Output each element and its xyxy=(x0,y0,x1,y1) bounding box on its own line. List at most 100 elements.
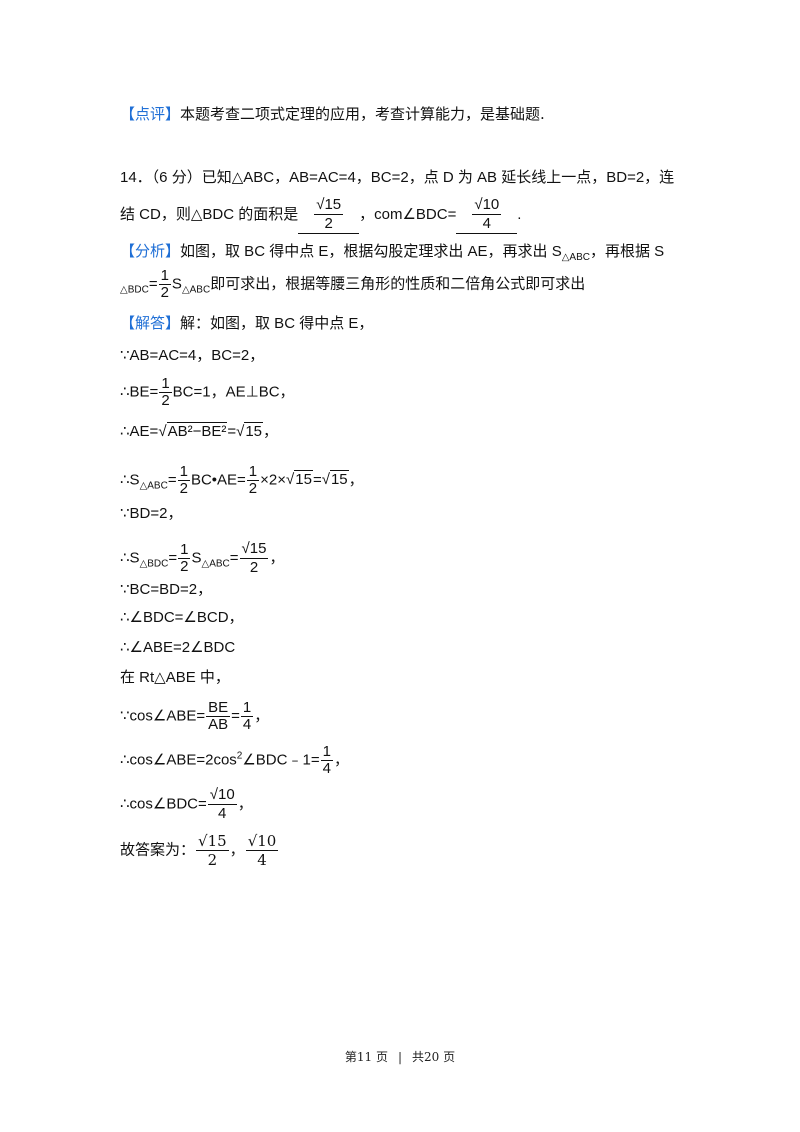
analysis-half-num: 1 xyxy=(158,267,171,285)
analysis-tag: 【分析】 xyxy=(120,243,181,260)
solution-intro: 【解答】解：如图，取 BC 得中点 E， xyxy=(120,314,373,334)
step-3-sqrt-1: √AB²−BE² xyxy=(158,422,228,440)
step-1: ∵AB=AC=4，BC=2， xyxy=(120,346,264,366)
problem-text-end: . xyxy=(517,205,522,223)
step-6-b: = xyxy=(168,549,178,567)
solution-intro-text: 解：如图，取 BC 得中点 E， xyxy=(180,315,374,332)
footer-page: 第11 页 xyxy=(344,1050,388,1064)
step-13-num: √10 xyxy=(207,786,237,805)
final-answer-num1: √15 xyxy=(196,832,229,851)
step-6-sub: △BDC xyxy=(139,558,169,570)
step-2-den: 2 xyxy=(161,392,170,409)
step-4-d: ×2× xyxy=(260,471,287,489)
step-4-e: = xyxy=(312,471,322,489)
answer1-numerator: √15 xyxy=(314,196,344,215)
step-6-frac-num: √15 xyxy=(239,540,269,559)
step-4-sub: △ABC xyxy=(139,480,168,492)
step-6-num: 1 xyxy=(178,541,191,559)
step-4-a: ∴S xyxy=(120,471,140,489)
final-answer-den2: 4 xyxy=(257,851,267,869)
step-12-b: ∠BDC﹣1= xyxy=(242,751,320,769)
step-3: ∴AE=√AB²−BE²=√15， xyxy=(120,422,278,442)
step-12-end: ， xyxy=(333,751,349,769)
step-6-sub2: △ABC xyxy=(201,558,230,570)
step-13-end: ， xyxy=(237,795,253,813)
step-3-radicand-2: 15 xyxy=(244,422,264,440)
final-answer-num2: √10 xyxy=(245,832,279,851)
step-12-sup: 2 xyxy=(236,750,243,762)
review-line: 【点评】本题考查二项式定理的应用，考查计算能力，是基础题. xyxy=(120,104,545,124)
analysis-tail: 即可求出，根据等腰三角形的性质和二倍角公式即可求出 xyxy=(210,275,586,293)
analysis-eq: = xyxy=(148,275,158,293)
step-11-num2: 1 xyxy=(240,699,254,717)
step-3-sqrt-2: √15 xyxy=(236,422,264,440)
step-9-text: ∴∠ABE=2∠BDC xyxy=(120,639,236,656)
step-10-text: 在 Rt△ABE 中， xyxy=(120,669,230,686)
step-3-radicand: AB²−BE² xyxy=(166,422,228,440)
step-6-frac-den: 2 xyxy=(249,559,259,576)
step-11-den2: 4 xyxy=(242,716,252,733)
step-3-a: ∴AE= xyxy=(120,423,159,440)
step-5-text: ∵BD=2， xyxy=(120,505,183,522)
step-7-text: ∵BC=BD=2， xyxy=(120,581,213,598)
step-6-end: ， xyxy=(269,549,285,567)
analysis-s: S xyxy=(171,275,182,293)
step-9: ∴∠ABE=2∠BDC xyxy=(120,638,235,658)
step-4-end: ， xyxy=(348,471,364,489)
step-3-b: = xyxy=(227,423,237,440)
step-2-num: 1 xyxy=(159,375,172,393)
step-12-den: 4 xyxy=(322,760,331,777)
step-4-sqrt-1: √15 xyxy=(286,470,313,489)
step-4-den1: 2 xyxy=(179,480,188,497)
step-5: ∵BD=2， xyxy=(120,504,182,524)
problem-line-1: 14．（6 分）已知△ABC，AB=AC=4，BC=2，点 D 为 AB 延长线… xyxy=(120,168,674,188)
step-10: 在 Rt△ABE 中， xyxy=(120,668,230,688)
answer1-denominator: 2 xyxy=(324,215,333,232)
step-11-num1: BE xyxy=(206,699,231,717)
problem-prefix: 14．（6 分）已知△ABC，AB=AC=4，BC=2，点 D 为 AB 延长线… xyxy=(120,169,675,186)
problem-text-a: 结 CD，则△BDC 的面积是 xyxy=(120,205,299,223)
step-6-den: 2 xyxy=(180,558,189,575)
step-4-den2: 2 xyxy=(248,480,258,497)
step-2-a: ∴BE= xyxy=(120,383,159,401)
analysis-sub-2: △BDC xyxy=(120,284,149,296)
final-answer-label: 故答案为： xyxy=(120,840,196,859)
analysis-sub-1: △ABC xyxy=(561,252,590,263)
step-13-den: 4 xyxy=(218,805,227,822)
problem-text-b: ，com∠BDC= xyxy=(359,205,457,223)
step-6-a: ∴S xyxy=(120,549,140,567)
step-4-num2: 1 xyxy=(246,463,260,481)
step-4-num1: 1 xyxy=(177,463,190,481)
analysis-sub-3: △ABC xyxy=(181,284,211,296)
step-6-c: S xyxy=(191,549,202,567)
step-1-text: ∵AB=AC=4，BC=2， xyxy=(120,347,265,364)
step-4-sqrt-2: √15 xyxy=(321,470,349,489)
step-8-text: ∴∠BDC=∠BCD， xyxy=(120,609,244,626)
review-tag: 【点评】 xyxy=(120,105,181,123)
footer-total: 共20 页 xyxy=(412,1050,456,1064)
step-4-rad1: 15 xyxy=(294,470,313,489)
step-8: ∴∠BDC=∠BCD， xyxy=(120,608,244,628)
answer2-numerator: √10 xyxy=(472,196,502,215)
step-12-num: 1 xyxy=(320,743,333,761)
step-11-den1: AB xyxy=(208,716,229,733)
analysis-text-1b: ，再根据 S xyxy=(589,243,665,260)
page-footer: 第11 页|共20 页 xyxy=(0,1048,800,1065)
step-11-b: = xyxy=(231,707,240,725)
step-3-end: ， xyxy=(263,423,279,440)
step-12-a: ∴cos∠ABE=2cos xyxy=(120,751,237,769)
review-text: 本题考查二项式定理的应用，考查计算能力，是基础题. xyxy=(180,105,545,123)
analysis-line-1: 【分析】如图，取 BC 得中点 E，根据勾股定理求出 AE，再求出 S△ABC，… xyxy=(120,242,664,268)
step-7: ∵BC=BD=2， xyxy=(120,580,212,600)
step-13-a: ∴cos∠BDC= xyxy=(120,795,207,813)
step-11-end: ， xyxy=(254,707,270,725)
